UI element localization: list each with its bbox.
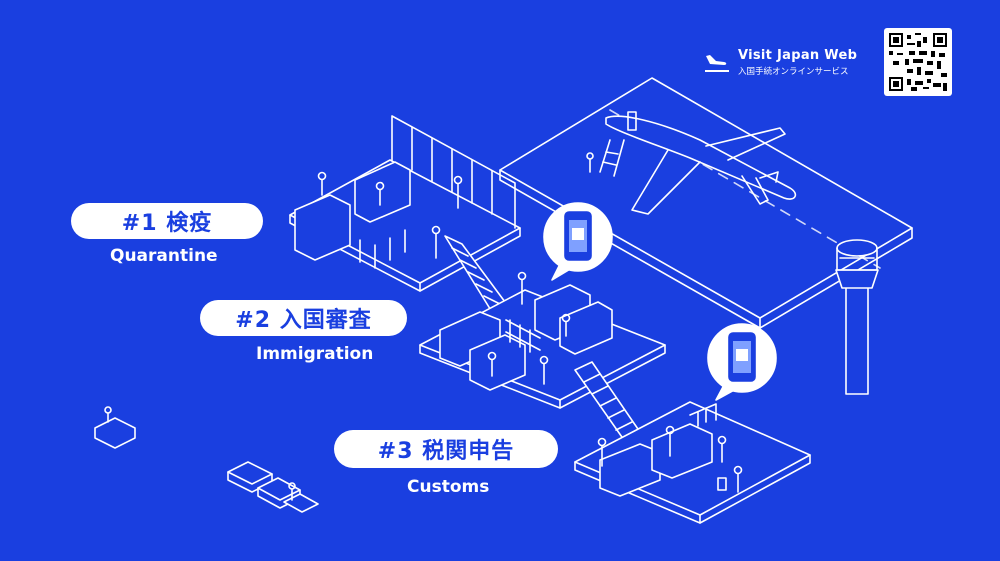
airplane (586, 111, 797, 215)
airplane-landing-icon (705, 54, 729, 72)
step-1-caption: Quarantine (110, 246, 218, 266)
qr-code[interactable] (884, 28, 952, 96)
customs-floor (574, 401, 811, 524)
phone-qr-bubble-1 (543, 202, 613, 281)
control-tower (835, 239, 879, 395)
brand-name: Visit Japan Web (738, 48, 858, 63)
quarantine-floor (289, 115, 521, 292)
step-3-label: #3 税関申告 (334, 430, 558, 468)
immigration-floor (419, 271, 666, 409)
runway-platform (499, 77, 913, 329)
tug-vehicle (94, 406, 136, 449)
step-1-label: #1 検疫 (71, 203, 263, 239)
qr-code-icon (889, 33, 947, 91)
brand: Visit Japan Web 入国手続オンラインサービス (704, 48, 857, 77)
brand-subtitle: 入国手続オンラインサービス (738, 67, 849, 77)
step-2-label: #2 入国審査 (200, 300, 407, 336)
baggage-cart-train (227, 461, 319, 513)
phone-qr-bubble-2 (707, 323, 777, 401)
step-2-caption: Immigration (256, 344, 374, 364)
step-3-caption: Customs (407, 477, 490, 497)
